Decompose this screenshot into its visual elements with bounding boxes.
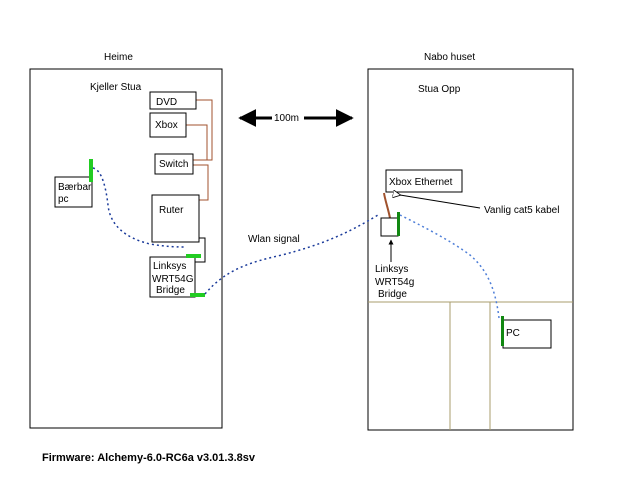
left-bridge-label-3: Bridge	[156, 285, 185, 296]
left-bridge-box: Linksys WRT54G Bridge	[149, 256, 196, 298]
wifi-bridge-link	[204, 214, 379, 295]
right-bridge-label-3: Bridge	[378, 289, 407, 300]
ruter-label: Ruter	[159, 205, 184, 216]
ruter-box: Ruter	[151, 194, 200, 243]
laptop-box: Bærbar pc	[54, 176, 93, 208]
xbox-ethernet-box: Xbox Ethernet	[385, 169, 463, 193]
right-brown-cable	[383, 192, 391, 219]
firmware-footer: Firmware: Alchemy-6.0-RC6a v3.01.3.8sv	[42, 452, 256, 464]
laptop-label-2: pc	[58, 194, 69, 205]
left-bridge-label-1: Linksys	[153, 261, 186, 272]
distance-label: 100m	[274, 113, 299, 124]
right-house-title: Nabo huset	[424, 52, 475, 63]
right-bridge-antenna	[397, 212, 400, 236]
laptop-label-1: Bærbar	[58, 182, 92, 193]
left-bridge-antenna-bottom	[190, 293, 205, 297]
floor-lines	[368, 301, 573, 430]
pc-box: PC	[502, 319, 552, 349]
right-bridge-label-1: Linksys	[375, 264, 408, 275]
xbox-label: Xbox	[155, 120, 178, 131]
pc-antenna	[501, 316, 504, 346]
dvd-label: DVD	[156, 97, 177, 108]
laptop-antenna	[89, 159, 93, 182]
cable-arrow	[400, 195, 481, 209]
right-bridge-box	[380, 217, 399, 237]
left-room-label: Kjeller Stua	[90, 82, 142, 93]
ruter-bridge-cable	[195, 237, 206, 263]
left-house-outline	[29, 68, 223, 429]
right-room-label: Stua Opp	[418, 84, 461, 95]
xbox-box: Xbox	[149, 112, 187, 138]
switch-box: Switch	[154, 153, 194, 175]
wlan-label: Wlan signal	[248, 234, 300, 245]
right-house-outline	[367, 68, 574, 431]
dvd-box: DVD	[149, 91, 197, 110]
left-house-title: Heime	[104, 52, 133, 63]
switch-label: Switch	[159, 159, 188, 170]
pc-label: PC	[506, 328, 520, 339]
cable-label: Vanlig cat5 kabel	[484, 205, 559, 216]
xbox-ethernet-label: Xbox Ethernet	[389, 177, 453, 188]
left-bridge-label-2: WRT54G	[152, 274, 194, 285]
left-bridge-antenna-top	[186, 254, 201, 258]
brown-cables	[186, 99, 213, 201]
wifi-right-pc	[399, 214, 500, 319]
right-bridge-label-2: WRT54g	[375, 277, 414, 288]
